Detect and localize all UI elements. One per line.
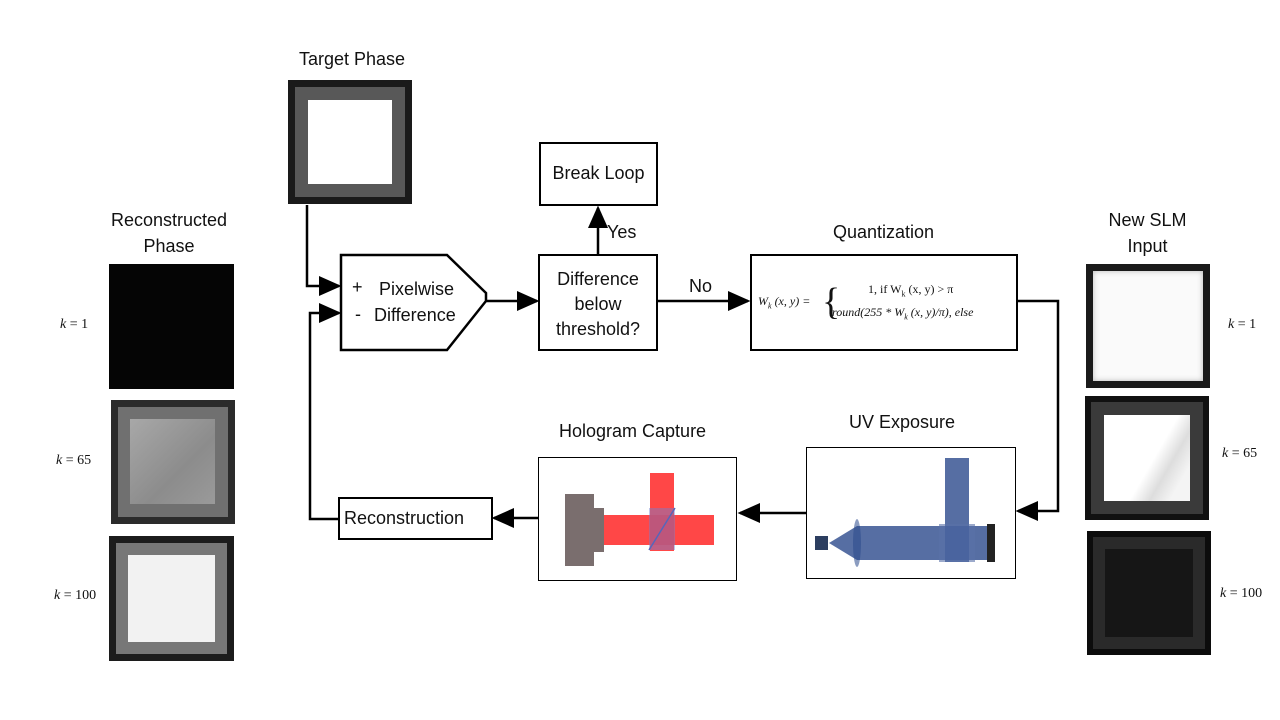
reconstructed-title-line-2: Phase (143, 236, 195, 256)
target-phase-title: Target Phase (298, 49, 406, 69)
camera-body-icon (565, 494, 594, 566)
reconstruction-block: Reconstruction (338, 497, 493, 540)
formula-case-1: 1, if Wk (x, y) > π (868, 282, 954, 299)
uv-setup-illustration (815, 458, 995, 567)
formula-brace: { (822, 281, 841, 323)
right-k65-label: k = 65 (1222, 446, 1258, 461)
uv-lens-icon (853, 519, 861, 567)
arrow-quantization-to-uv (1015, 299, 1060, 521)
no-label: No (689, 276, 713, 296)
left-k1-label: k = 1 (60, 317, 89, 332)
quantization-block: Wk (x, y) = { 1, if Wk (x, y) > π round(… (750, 254, 1018, 351)
uv-exposure-block (806, 447, 1016, 579)
uv-exposure-title: UV Exposure (849, 412, 956, 432)
camera-lens-icon (593, 508, 604, 552)
reconstruction-label: Reconstruction (344, 508, 465, 528)
difference-block-shape (339, 253, 488, 352)
pixelwise-label: Pixelwise (379, 279, 455, 299)
arrow-reconstruction-to-difference (308, 303, 342, 521)
slm-image-k1 (1086, 264, 1210, 388)
uv-mirror-icon (987, 524, 995, 562)
yes-label: Yes (607, 222, 637, 242)
new-slm-title-line-1: New SLM (1108, 210, 1187, 230)
minus-sign: - (355, 304, 361, 324)
uv-source-icon (815, 536, 828, 550)
new-slm-title-line-2: Input (1127, 236, 1168, 256)
formula-lhs: Wk (x, y) = (758, 294, 811, 311)
slm-image-k65 (1085, 396, 1209, 520)
threshold-line-3: threshold? (555, 319, 641, 339)
break-loop-block: Break Loop (539, 142, 658, 206)
threshold-line-2: below (574, 294, 622, 314)
formula-case-2: round(255 * Wk (x, y)/π), else (832, 305, 974, 322)
red-horizontal-beam (599, 515, 714, 545)
reconstructed-image-k100 (109, 536, 234, 661)
break-loop-label: Break Loop (552, 163, 645, 183)
hologram-capture-title: Hologram Capture (559, 421, 707, 441)
left-k65-label: k = 65 (56, 453, 92, 468)
slm-image-k100 (1087, 531, 1211, 655)
hologram-setup-illustration (565, 473, 714, 566)
difference-label: Difference (374, 305, 456, 325)
right-k100-label: k = 100 (1220, 586, 1263, 601)
target-phase-image (288, 80, 412, 204)
reconstructed-image-k1 (109, 264, 234, 389)
uv-beam-splitter (939, 524, 975, 562)
threshold-block: Difference below threshold? (538, 254, 658, 351)
beam-splitter-diagonal (648, 507, 676, 551)
reconstructed-image-k65 (111, 400, 235, 524)
hologram-capture-block (538, 457, 737, 581)
threshold-line-1: Difference (557, 269, 639, 289)
reconstructed-title-line-1: Reconstructed (110, 210, 228, 230)
plus-sign: + (352, 277, 363, 297)
right-k1-label: k = 1 (1228, 317, 1257, 332)
left-k100-label: k = 100 (54, 588, 97, 603)
quantization-title: Quantization (833, 222, 935, 242)
arrow-target-to-difference (305, 205, 342, 296)
